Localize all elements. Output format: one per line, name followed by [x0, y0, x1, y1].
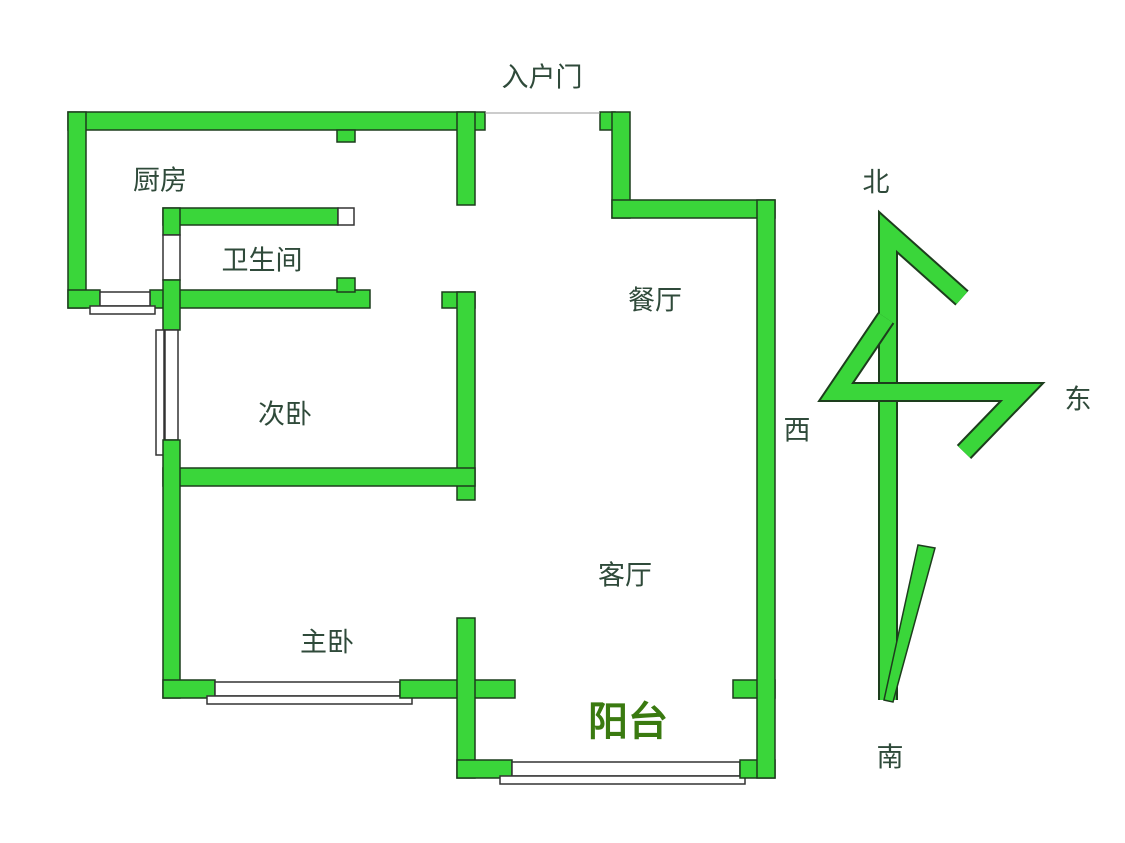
compass-north-label: 北: [862, 167, 890, 199]
entrance-door-label: 入户门: [501, 62, 583, 94]
compass-west-label: 西: [783, 415, 811, 447]
kitchen-label: 厨房: [133, 165, 187, 197]
living-room-label: 客厅: [598, 560, 652, 592]
compass-east-label: 东: [1064, 384, 1092, 416]
walls: [67, 111, 776, 785]
balcony-label: 阳台: [588, 699, 668, 745]
bathroom-label: 卫生间: [221, 245, 303, 277]
compass-south-label: 南: [876, 742, 904, 774]
dining-room-label: 餐厅: [628, 285, 682, 317]
master-bedroom-label: 主卧: [300, 627, 354, 659]
compass-arrow-icon: [817, 209, 1046, 703]
second-bedroom-label: 次卧: [258, 399, 312, 431]
